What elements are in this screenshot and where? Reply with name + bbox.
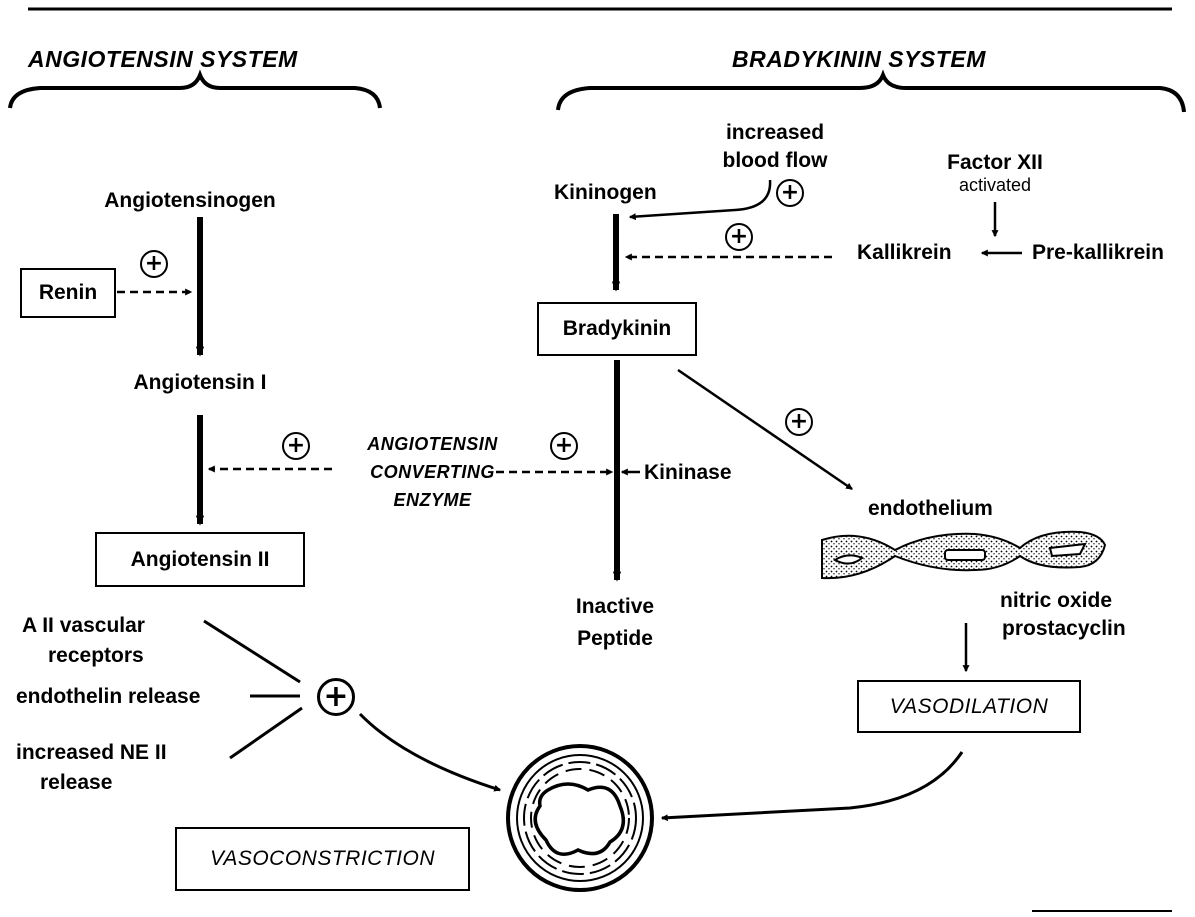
angiotensin-1-label: Angiotensin I bbox=[100, 372, 300, 393]
angiotensinogen-label: Angiotensinogen bbox=[85, 190, 295, 211]
a2-receptors-line2: receptors bbox=[48, 645, 144, 666]
endothelin-release-label: endothelin release bbox=[16, 686, 200, 707]
plus-icon: + bbox=[725, 223, 753, 251]
renin-box: Renin bbox=[20, 268, 116, 318]
arrow-vasodilation-to-vessel bbox=[662, 752, 962, 818]
kininogen-label: Kininogen bbox=[554, 182, 657, 203]
angiotensin-system-header: ANGIOTENSIN SYSTEM bbox=[28, 48, 298, 71]
vasodilation-box: VASODILATION bbox=[857, 680, 1081, 733]
bradykinin-system-header: BRADYKININ SYSTEM bbox=[732, 48, 986, 71]
bradykinin-brace bbox=[558, 75, 1184, 112]
ace-label-line1: ANGIOTENSIN bbox=[340, 435, 525, 453]
increased-label: increased bbox=[700, 122, 850, 143]
a2-receptors-line1: A II vascular bbox=[22, 615, 145, 636]
inactive-label: Inactive bbox=[545, 596, 685, 617]
line-a2-receptors bbox=[204, 621, 300, 682]
arrow-constriction-to-vessel bbox=[360, 714, 500, 790]
bradykinin-box: Bradykinin bbox=[537, 302, 697, 356]
prostacyclin-label: prostacyclin bbox=[1002, 618, 1126, 639]
nitric-oxide-label: nitric oxide bbox=[1000, 590, 1112, 611]
plus-icon: + bbox=[317, 678, 355, 716]
plus-icon: + bbox=[140, 250, 168, 278]
plus-icon: + bbox=[776, 179, 804, 207]
peptide-label: Peptide bbox=[545, 628, 685, 649]
factor-xii-label: Factor XII bbox=[925, 152, 1065, 173]
kallikrein-label: Kallikrein bbox=[857, 242, 952, 263]
plus-icon: + bbox=[282, 432, 310, 460]
activated-label: activated bbox=[925, 176, 1065, 194]
ne-release-line2: release bbox=[40, 772, 112, 793]
angiotensin-2-box: Angiotensin II bbox=[95, 532, 305, 587]
endothelium-drawing bbox=[822, 532, 1105, 578]
ace-label-line3: ENZYME bbox=[340, 491, 525, 509]
vasoconstriction-box: VASOCONSTRICTION bbox=[175, 827, 470, 891]
endothelium-label: endothelium bbox=[868, 498, 993, 519]
plus-icon: + bbox=[785, 408, 813, 436]
ace-label-line2: CONVERTING bbox=[340, 463, 525, 481]
line-ne-release bbox=[230, 708, 302, 758]
kininase-label: Kininase bbox=[644, 462, 732, 483]
ne-release-line1: increased NE II bbox=[16, 742, 167, 763]
angiotensin-brace bbox=[10, 75, 380, 108]
pre-kallikrein-label: Pre-kallikrein bbox=[1032, 242, 1164, 263]
plus-icon: + bbox=[550, 432, 578, 460]
blood-flow-label: blood flow bbox=[700, 150, 850, 171]
blood-vessel-drawing bbox=[508, 746, 652, 890]
